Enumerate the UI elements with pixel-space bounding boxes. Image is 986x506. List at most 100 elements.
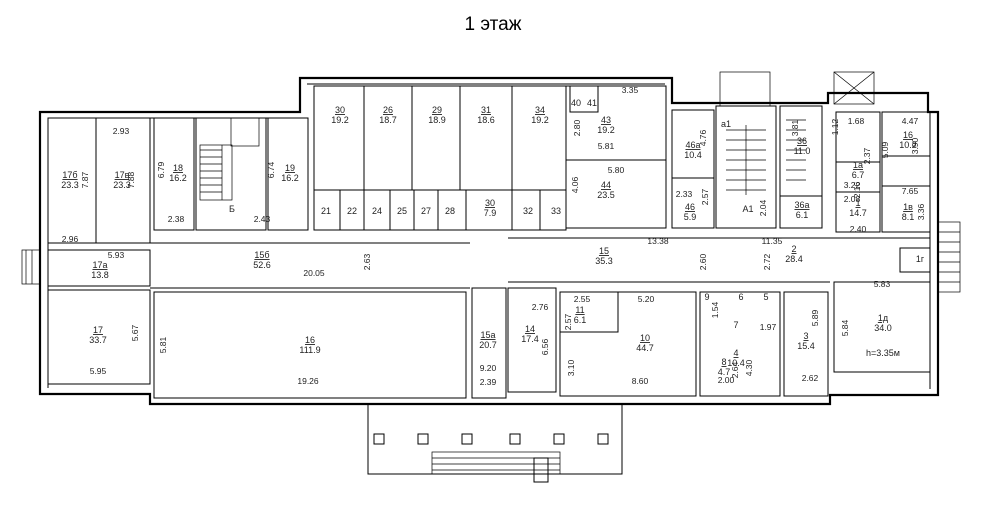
room-tag: А1 bbox=[742, 204, 753, 214]
room-area: 15.4 bbox=[797, 341, 815, 351]
dimension-label: 2.57 bbox=[700, 188, 710, 205]
room-number: 36 bbox=[797, 136, 807, 146]
room-area: 19.2 bbox=[597, 125, 615, 135]
room-tag: 25 bbox=[397, 206, 407, 216]
room-number: 2 bbox=[791, 244, 796, 254]
room-area: 33.7 bbox=[89, 335, 107, 345]
dimension-label: 1.97 bbox=[760, 322, 777, 332]
dimension-label: 9.20 bbox=[480, 363, 497, 373]
room-area: 44.7 bbox=[636, 343, 654, 353]
room-number: 16 bbox=[903, 130, 913, 140]
dimension-label: 2.43 bbox=[254, 214, 271, 224]
room-tag: 27 bbox=[421, 206, 431, 216]
room-number: 8 bbox=[721, 357, 726, 367]
dimension-label: 2.55 bbox=[574, 294, 591, 304]
dimension-label: 2.64 bbox=[730, 361, 740, 378]
dimension-label: 2.33 bbox=[676, 189, 693, 199]
room-area: 19.2 bbox=[331, 115, 349, 125]
room-number: 34 bbox=[535, 105, 545, 115]
room-area: 13.8 bbox=[91, 270, 109, 280]
room-tag: 24 bbox=[372, 206, 382, 216]
room-number: 1а bbox=[853, 160, 863, 170]
stair-letter: Б bbox=[229, 204, 235, 214]
room-area: 6.1 bbox=[796, 210, 809, 220]
room-area: 5.9 bbox=[684, 212, 697, 222]
dimension-label: 2.00 bbox=[718, 375, 735, 385]
entrance-porch bbox=[367, 404, 623, 483]
room-number: 15 bbox=[599, 246, 609, 256]
dimension-label: 5.93 bbox=[108, 250, 125, 260]
room-area: 14.7 bbox=[849, 208, 867, 218]
dimension-label: 3.35 bbox=[622, 85, 639, 95]
right-entrance bbox=[937, 221, 961, 293]
dimension-label: 7.88 bbox=[126, 171, 136, 188]
room-tag: 41 bbox=[587, 98, 597, 108]
room-number: 1в bbox=[903, 202, 913, 212]
dimension-label: 3.22 bbox=[844, 180, 861, 190]
room-area: 18.6 bbox=[477, 115, 495, 125]
room-number: 16 bbox=[305, 335, 315, 345]
dimension-label: 2.63 bbox=[362, 253, 372, 270]
room-area: 6.1 bbox=[574, 315, 587, 325]
dimension-label: 1.54 bbox=[710, 301, 720, 318]
room-area: 10.2 bbox=[899, 140, 917, 150]
dimension-label: 3.10 bbox=[566, 359, 576, 376]
dimension-label: 3.81 bbox=[790, 119, 800, 136]
room-number: 26 bbox=[383, 105, 393, 115]
room-number: 36а bbox=[794, 200, 809, 210]
room-tag: 32 bbox=[523, 206, 533, 216]
dimension-label: 19.26 bbox=[297, 376, 319, 386]
floor-title: 1 этаж bbox=[464, 14, 522, 35]
room-tag: 7 bbox=[733, 320, 738, 330]
dimension-label: 4.76 bbox=[698, 129, 708, 146]
dimension-label: 5.95 bbox=[90, 366, 107, 376]
room-number: 3 bbox=[803, 331, 808, 341]
room-area: 23.5 bbox=[597, 190, 615, 200]
room-tag: 21 bbox=[321, 206, 331, 216]
dimension-label: 2.57 bbox=[563, 313, 573, 330]
room-number: 30 bbox=[335, 105, 345, 115]
room-tag: 1г bbox=[916, 254, 925, 264]
room-area: 6.7 bbox=[852, 170, 865, 180]
room-tag: а1 bbox=[721, 119, 731, 129]
elevator-shaft bbox=[719, 71, 875, 107]
room-number: 10 bbox=[640, 333, 650, 343]
dimension-label: 1.68 bbox=[848, 116, 865, 126]
dimension-label: 13.38 bbox=[647, 236, 669, 246]
dimension-label: 2.37 bbox=[862, 147, 872, 164]
room-area: 16.2 bbox=[169, 173, 187, 183]
dimension-label: 20.05 bbox=[303, 268, 325, 278]
dimension-label: 4.30 bbox=[744, 359, 754, 376]
room-number: 43 bbox=[601, 115, 611, 125]
room-tag: 33 bbox=[551, 206, 561, 216]
dimension-label: 2.39 bbox=[480, 377, 497, 387]
room-area: 34.0 bbox=[874, 323, 892, 333]
dimension-label: 2.40 bbox=[850, 224, 867, 234]
room-tag: 28 bbox=[445, 206, 455, 216]
room-area: 11.0 bbox=[794, 146, 811, 156]
dimension-label: 8.60 bbox=[632, 376, 649, 386]
room-area: 19.2 bbox=[531, 115, 549, 125]
room-tag: 6 bbox=[738, 292, 743, 302]
room-number: 14 bbox=[525, 324, 535, 334]
room-area: 18.9 bbox=[428, 115, 446, 125]
dimension-label: 5.67 bbox=[130, 324, 140, 341]
dimension-label: 2.60 bbox=[698, 253, 708, 270]
dimension-label: 3.36 bbox=[916, 203, 926, 220]
room-area: 20.7 bbox=[479, 340, 497, 350]
dimension-label: 5.20 bbox=[638, 294, 655, 304]
room-number: 18 bbox=[173, 163, 183, 173]
dimension-label: 5.81 bbox=[158, 336, 168, 353]
dimension-label: 5.80 bbox=[608, 165, 625, 175]
dimension-label: 2.38 bbox=[168, 214, 185, 224]
dimension-label: 2.62 bbox=[802, 373, 819, 383]
room-area: 35.3 bbox=[595, 256, 613, 266]
room-area: 8.1 bbox=[902, 212, 915, 222]
room-number: 17 bbox=[93, 325, 103, 335]
room-number: 31 bbox=[481, 105, 491, 115]
dimension-label: 2.76 bbox=[532, 302, 549, 312]
room-number: 1 bbox=[855, 198, 860, 208]
dimension-label: 5.83 bbox=[874, 279, 891, 289]
room-area: 111.9 bbox=[299, 345, 320, 355]
dimension-label: 2.72 bbox=[762, 253, 772, 270]
